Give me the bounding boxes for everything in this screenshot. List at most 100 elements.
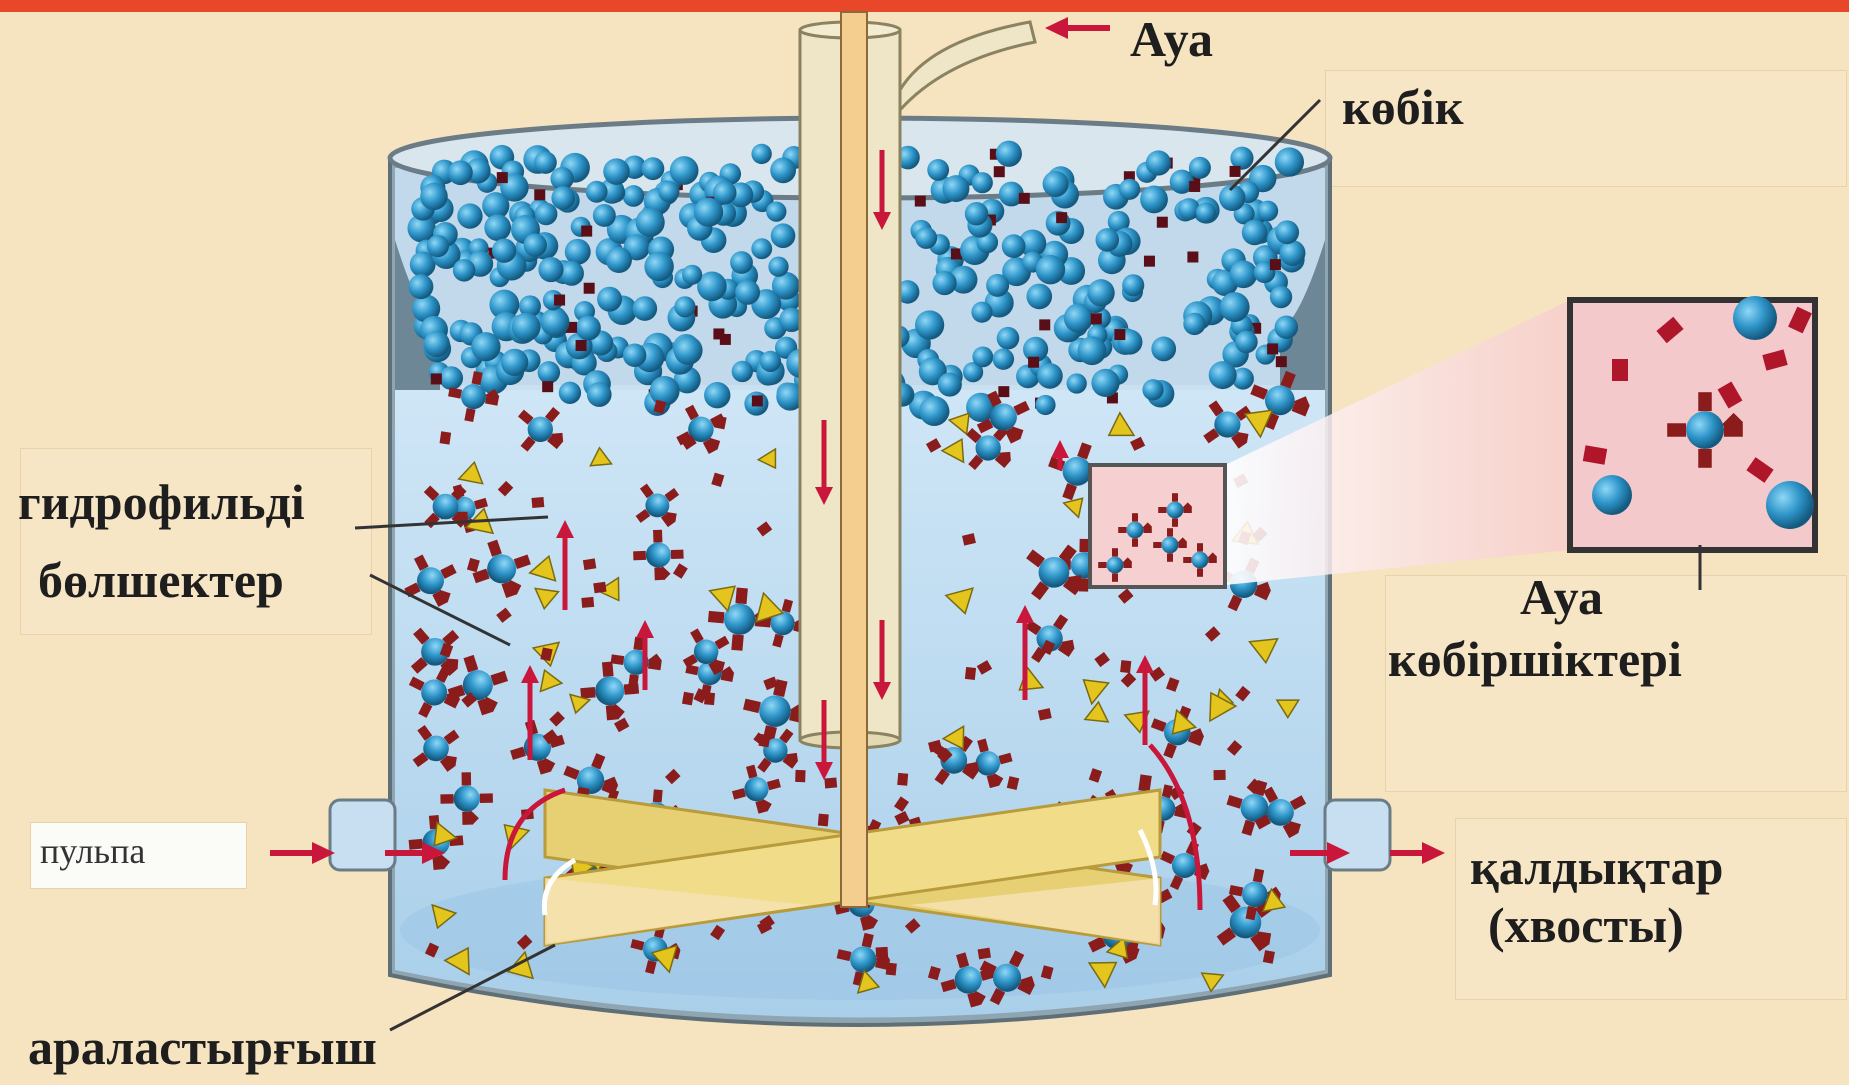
foam-bubble: [658, 181, 679, 202]
foam-bubble: [1119, 179, 1140, 200]
foam-bubble: [1140, 186, 1168, 214]
foam-particle: [998, 386, 1009, 397]
foam-bubble: [965, 202, 988, 225]
foam-bubble: [650, 376, 680, 406]
air-bubbles-label-line2: көбіршіктері: [1388, 632, 1682, 686]
foam-bubble: [1183, 313, 1205, 335]
foam-bubble: [448, 160, 473, 185]
foam-particle: [1144, 256, 1155, 267]
particle-fragment: [1213, 770, 1225, 780]
foam-bubble: [670, 156, 699, 185]
tailings-label-line2: (хвосты): [1488, 898, 1684, 952]
foam-bubble: [732, 361, 753, 382]
foam-bubble: [704, 382, 730, 408]
foam-particle: [581, 226, 592, 237]
foam-bubble: [408, 274, 433, 299]
foam-bubble: [1036, 255, 1065, 284]
foam-particle: [994, 166, 1005, 177]
foam-particle: [584, 283, 595, 294]
particle-fragment: [897, 773, 908, 786]
foam-bubble: [524, 233, 547, 256]
foam-bubble: [420, 183, 448, 211]
foam-bubble: [565, 239, 591, 265]
foam-bubble: [623, 343, 647, 367]
foam-bubble: [576, 316, 601, 341]
foam-bubble: [410, 252, 436, 278]
foam-bubble: [915, 310, 944, 339]
particle-fragment: [440, 431, 452, 444]
foam-particle: [752, 395, 763, 406]
hydrophilic-label-line2: бөлшектер: [38, 553, 284, 607]
foam-particle: [915, 196, 926, 207]
foam-particle: [497, 172, 508, 183]
foam-bubble: [1087, 279, 1114, 306]
foam-bubble: [538, 257, 563, 282]
foam-bubble: [427, 235, 449, 257]
foam-bubble: [1035, 395, 1055, 415]
air-bubble-icon: [1766, 481, 1814, 529]
foam-particle: [1114, 329, 1125, 340]
foam-bubble: [751, 144, 771, 164]
foam-bubble: [751, 238, 772, 259]
foam-bubble: [1142, 379, 1163, 400]
particle-fragment: [795, 770, 805, 782]
foam-bubble: [1043, 171, 1069, 197]
foam-particle: [431, 373, 442, 384]
foam-bubble: [915, 227, 937, 249]
foam-bubble: [735, 280, 760, 305]
foam-bubble: [633, 296, 658, 321]
foam-bubble: [1280, 240, 1306, 266]
foam-bubble: [997, 327, 1020, 350]
foam-bubble: [1235, 331, 1258, 354]
foam-bubble: [492, 238, 516, 262]
foam-bubble: [538, 361, 560, 383]
foam-bubble: [597, 287, 622, 312]
foam-bubble: [1242, 220, 1268, 246]
particle-fragment: [886, 963, 897, 976]
particle-fragment: [965, 667, 976, 680]
air-bubble-icon: [1592, 475, 1632, 515]
foam-bubble: [1151, 337, 1176, 362]
foam-bubble: [1091, 369, 1119, 397]
foam-bubble: [644, 252, 673, 281]
foam-bubble: [1209, 361, 1237, 389]
foam-bubble: [730, 251, 753, 274]
foam-bubble: [1026, 284, 1052, 310]
foam-bubble: [932, 271, 956, 295]
particle-fragment: [876, 947, 889, 958]
foam-bubble: [1275, 220, 1299, 244]
foam-bubble: [1275, 315, 1298, 338]
foam-bubble: [642, 157, 665, 180]
tailings-label-line1: қалдықтар: [1470, 840, 1723, 894]
foam-bubble: [938, 373, 962, 397]
foam-bubble: [453, 259, 476, 282]
foam-particle: [1157, 217, 1168, 228]
foam-bubble: [606, 247, 632, 273]
foam-particle: [1039, 319, 1050, 330]
foam-bubble: [457, 203, 482, 228]
foam-bubble: [1220, 292, 1250, 322]
foam-bubble: [971, 302, 992, 323]
foam-bubble: [1189, 157, 1211, 179]
foam-particle: [576, 340, 587, 351]
foam-bubble: [770, 158, 796, 184]
foam-bubble: [1275, 147, 1304, 176]
air-bubble-icon: [1733, 296, 1777, 340]
foam-bubble: [593, 204, 616, 227]
foam-particle: [1270, 259, 1281, 270]
foam-bubble: [1067, 373, 1087, 393]
foam-bubble: [694, 198, 723, 227]
foam-particle: [542, 381, 553, 392]
foam-particle: [1056, 212, 1067, 223]
foam-bubble: [766, 201, 786, 221]
foam-bubble: [943, 175, 970, 202]
foam-bubble: [674, 336, 703, 365]
foam-bubble: [484, 214, 511, 241]
foam-particle: [1189, 181, 1200, 192]
foam-particle: [554, 295, 565, 306]
foam-bubble: [501, 349, 528, 376]
foam-bubble: [1196, 202, 1216, 222]
foam-particle: [1091, 313, 1102, 324]
foam-bubble: [768, 257, 788, 277]
particle-fragment: [824, 777, 837, 788]
